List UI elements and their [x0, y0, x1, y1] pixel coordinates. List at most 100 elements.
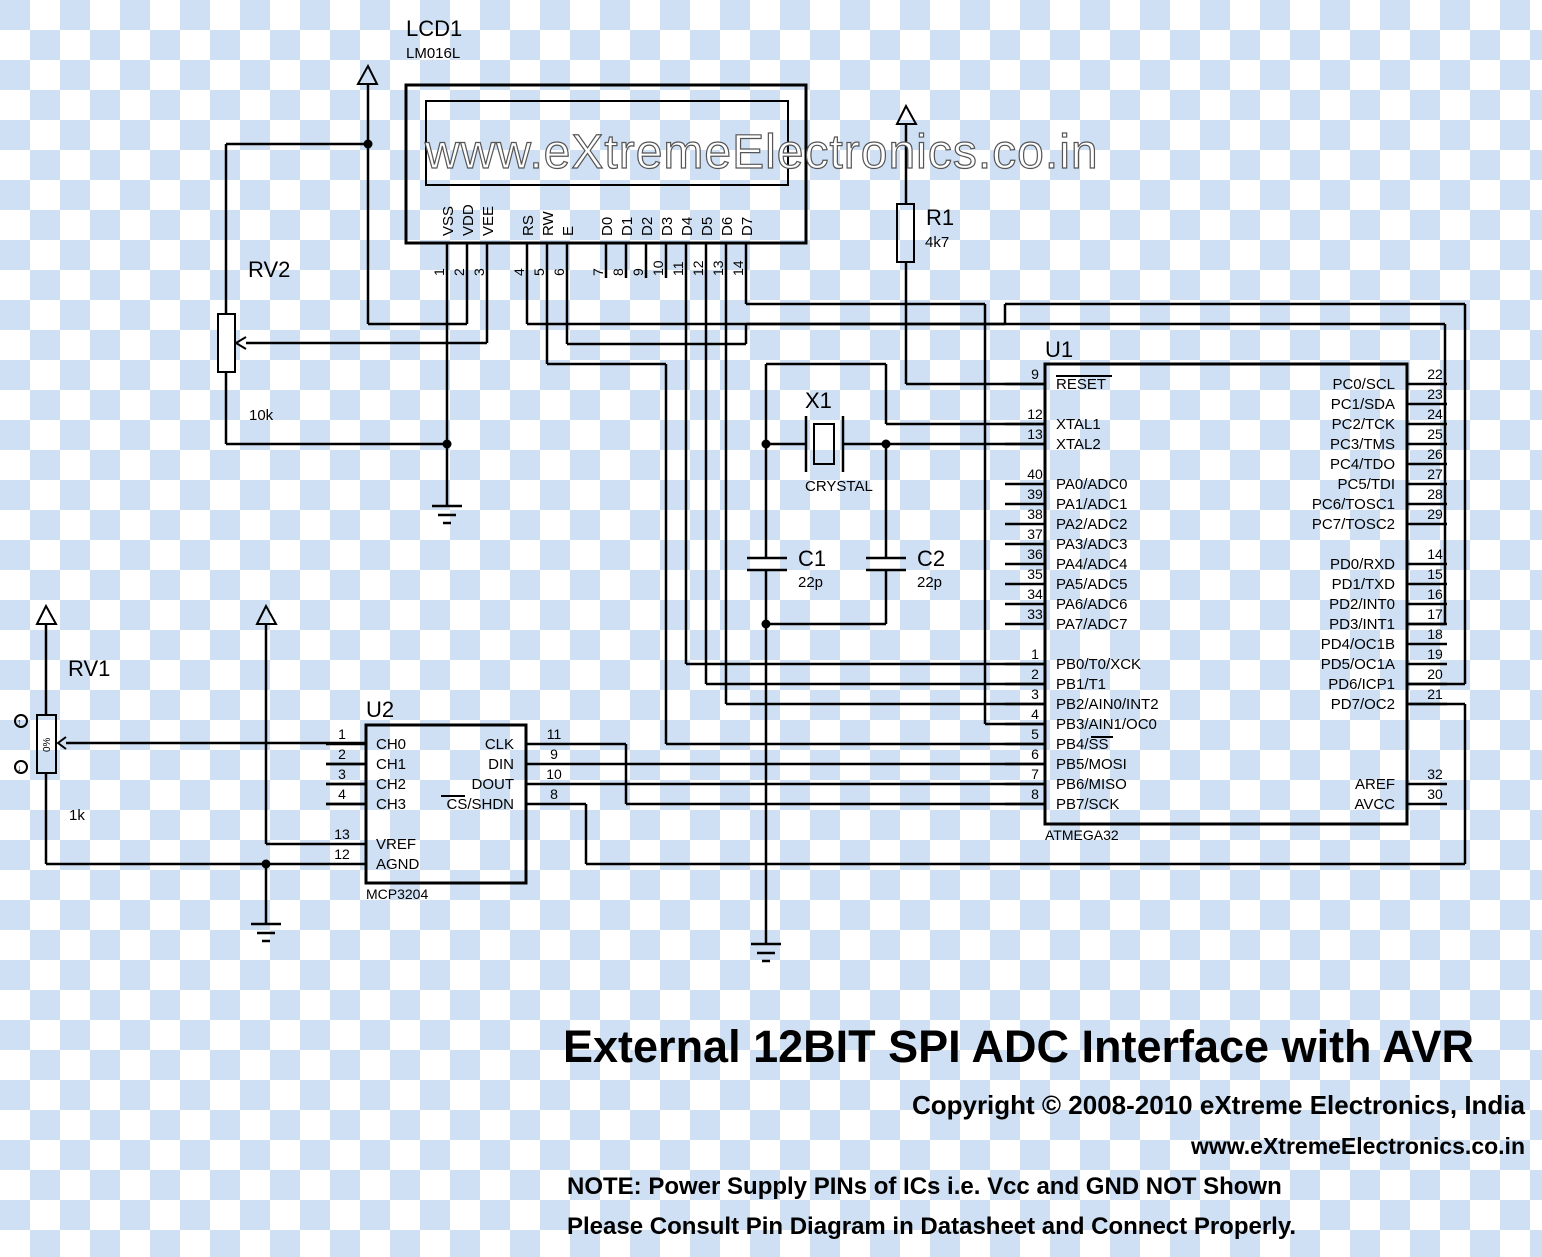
lcd-module: LCD1 LM016L VSS1VDD2VEE3RS4RW5E6D07D18D2… [404, 16, 808, 278]
lcd-pin-d5-number: 12 [690, 260, 706, 276]
u1-pin-pa4-adc4-number: 36 [1027, 546, 1043, 562]
u1-pin-pc3-tms-number: 25 [1427, 426, 1443, 442]
u1-part: ATMEGA32 [1045, 827, 1119, 843]
lcd-pin-d3-number: 10 [650, 260, 666, 276]
u1-pin-pa1-adc1-number: 39 [1027, 486, 1043, 502]
u2-pin-ch1-number: 2 [338, 746, 346, 762]
u2-pin-ch0-number: 1 [338, 726, 346, 742]
x1-value: CRYSTAL [805, 478, 873, 495]
u1-pin-pc5-tdi-number: 27 [1427, 466, 1443, 482]
lcd-pin-d2-label: D2 [639, 217, 656, 236]
u1-pin-pa0-adc0-number: 40 [1027, 466, 1043, 482]
u1-pin-pb7-sck-number: 8 [1031, 786, 1039, 802]
lcd-pin-d5-label: D5 [699, 217, 716, 236]
u1-pin-pb5-mosi-number: 6 [1031, 746, 1039, 762]
u2-pin-vref-label: VREF [376, 836, 416, 853]
lcd-pins: VSS1VDD2VEE3RS4RW5E6D07D18D29D310D411D51… [431, 204, 756, 278]
lcd-pin-d2-number: 9 [630, 268, 646, 276]
rv1-potentiometer: RV1 1k 0% ↑ ↓ [14, 656, 110, 824]
u1-pin-pb1-t1-number: 2 [1031, 666, 1039, 682]
rv1-ref: RV1 [68, 656, 110, 681]
u1-pin-pb2-ain0-int2-label: PB2/AIN0/INT2 [1056, 696, 1159, 713]
rv2-value: 10k [249, 407, 274, 424]
c2-value: 22p [917, 574, 942, 591]
u2-pin-clk-label: CLK [485, 736, 514, 753]
u1-pin-pd6-icp1-label: PD6/ICP1 [1328, 676, 1395, 693]
u1-pin-pc4-tdo-label: PC4/TDO [1330, 456, 1395, 473]
u1-pin-pb5-mosi-label: PB5/MOSI [1056, 756, 1127, 773]
u1-pin-pc5-tdi-label: PC5/TDI [1337, 476, 1395, 493]
lcd-pin-vee-label: VEE [480, 206, 497, 236]
lcd-pin-vdd-label: VDD [460, 204, 477, 236]
u1-pin-pa0-adc0-label: PA0/ADC0 [1056, 476, 1127, 493]
power-arrow-lcd [356, 63, 379, 85]
u1-pin-xtal1-number: 12 [1027, 406, 1043, 422]
u1-pin-pb2-ain0-int2-number: 3 [1031, 686, 1039, 702]
u2-pin-agnd-label: AGND [376, 856, 420, 873]
lcd-pin-rs-label: RS [520, 215, 537, 236]
u1-pin-pd1-txd-label: PD1/TXD [1332, 576, 1396, 593]
u1-pin-pb7-sck-label: PB7/SCK [1056, 796, 1119, 813]
u1-pin-pd3-int1-label: PD3/INT1 [1329, 616, 1395, 633]
u1-pin-pc7-tosc2-label: PC7/TOSC2 [1312, 516, 1395, 533]
u1-pin-pb6-miso-label: PB6/MISO [1056, 776, 1127, 793]
power-arrow-rv1 [35, 603, 58, 625]
u1-pin-xtal1-label: XTAL1 [1056, 416, 1101, 433]
up-arrow-icon: ↑ [17, 717, 22, 727]
u1-pin-pc2-tck-number: 24 [1427, 406, 1443, 422]
lcd-part: LM016L [406, 45, 460, 62]
u2-pin-ch2-label: CH2 [376, 776, 406, 793]
u1-pin-pc6-tosc1-label: PC6/TOSC1 [1312, 496, 1395, 513]
u1-pin-pc7-tosc2-number: 29 [1427, 506, 1443, 522]
r1-resistor: R1 4k7 [896, 203, 954, 263]
u1-pin-pc6-tosc1-number: 28 [1427, 486, 1443, 502]
r1-value: 4k7 [925, 234, 949, 251]
u1-pin-pb3-ain1-oc0-number: 4 [1031, 706, 1039, 722]
lcd-pin-d6-number: 13 [710, 260, 726, 276]
u2-pin-dout-number: 10 [546, 766, 562, 782]
u2-pin-cs-shdn-label: CS/SHDN [446, 796, 514, 813]
u1-pin-xtal2-label: XTAL2 [1056, 436, 1101, 453]
copyright: Copyright © 2008-2010 eXtreme Electronic… [912, 1090, 1526, 1120]
c1-ref: C1 [798, 546, 826, 571]
c1-capacitor: C1 22p [747, 546, 826, 591]
lcd-pin-d0-number: 7 [590, 268, 606, 276]
u1-pin-avcc-label: AVCC [1354, 796, 1395, 813]
u1-pin-pa5-adc5-number: 35 [1027, 566, 1043, 582]
u1-left-pins: RESET9XTAL112XTAL213PA0/ADC040PA1/ADC139… [1005, 366, 1159, 813]
u2-pin-agnd-number: 12 [334, 846, 350, 862]
u1-atmega32: U1 ATMEGA32 RESET9XTAL112XTAL213PA0/ADC0… [1005, 337, 1447, 843]
u1-pin-pa3-adc3-label: PA3/ADC3 [1056, 536, 1127, 553]
lcd-pin-rs-number: 4 [511, 268, 527, 276]
u1-pin-pd7-oc2-number: 21 [1427, 686, 1443, 702]
u1-pin-pd5-oc1a-number: 19 [1427, 646, 1443, 662]
u1-pin-pa3-adc3-number: 37 [1027, 526, 1043, 542]
u1-pin-pc2-tck-label: PC2/TCK [1332, 416, 1395, 433]
u2-pin-clk-number: 11 [547, 726, 562, 742]
u1-pin-pc1-sda-number: 23 [1427, 386, 1443, 402]
u1-pin-pa6-adc6-label: PA6/ADC6 [1056, 596, 1127, 613]
u1-pin-pb4-ss-number: 5 [1031, 726, 1039, 742]
u1-pin-pd0-rxd-label: PD0/RXD [1330, 556, 1395, 573]
note-line1: NOTE: Power Supply PINs of ICs i.e. Vcc … [567, 1173, 1282, 1200]
u1-pin-pc4-tdo-number: 26 [1427, 446, 1443, 462]
u1-pin-aref-number: 32 [1427, 766, 1443, 782]
u2-pin-ch2-number: 3 [338, 766, 346, 782]
u1-pin-pb3-ain1-oc0-label: PB3/AIN1/OC0 [1056, 716, 1157, 733]
u1-pin-xtal2-number: 13 [1027, 426, 1043, 442]
u1-pin-reset-label: RESET [1056, 376, 1106, 393]
u2-pin-ch3-label: CH3 [376, 796, 406, 813]
website: www.eXtremeElectronics.co.in [1190, 1133, 1525, 1159]
wires [44, 84, 1467, 944]
lcd-pin-vss-label: VSS [440, 206, 457, 236]
u1-pin-pd7-oc2-label: PD7/OC2 [1331, 696, 1395, 713]
watermark: www.eXtremeElectronics.co.in [424, 126, 1099, 179]
lcd-pin-d7-number: 14 [730, 260, 746, 276]
u1-pin-pc0-scl-label: PC0/SCL [1332, 376, 1395, 393]
power-arrow-reset [895, 103, 918, 125]
x1-crystal: X1 CRYSTAL [804, 388, 873, 495]
u1-pin-pc0-scl-number: 22 [1427, 366, 1443, 382]
r1-ref: R1 [926, 205, 954, 230]
c2-capacitor: C2 22p [866, 546, 945, 591]
